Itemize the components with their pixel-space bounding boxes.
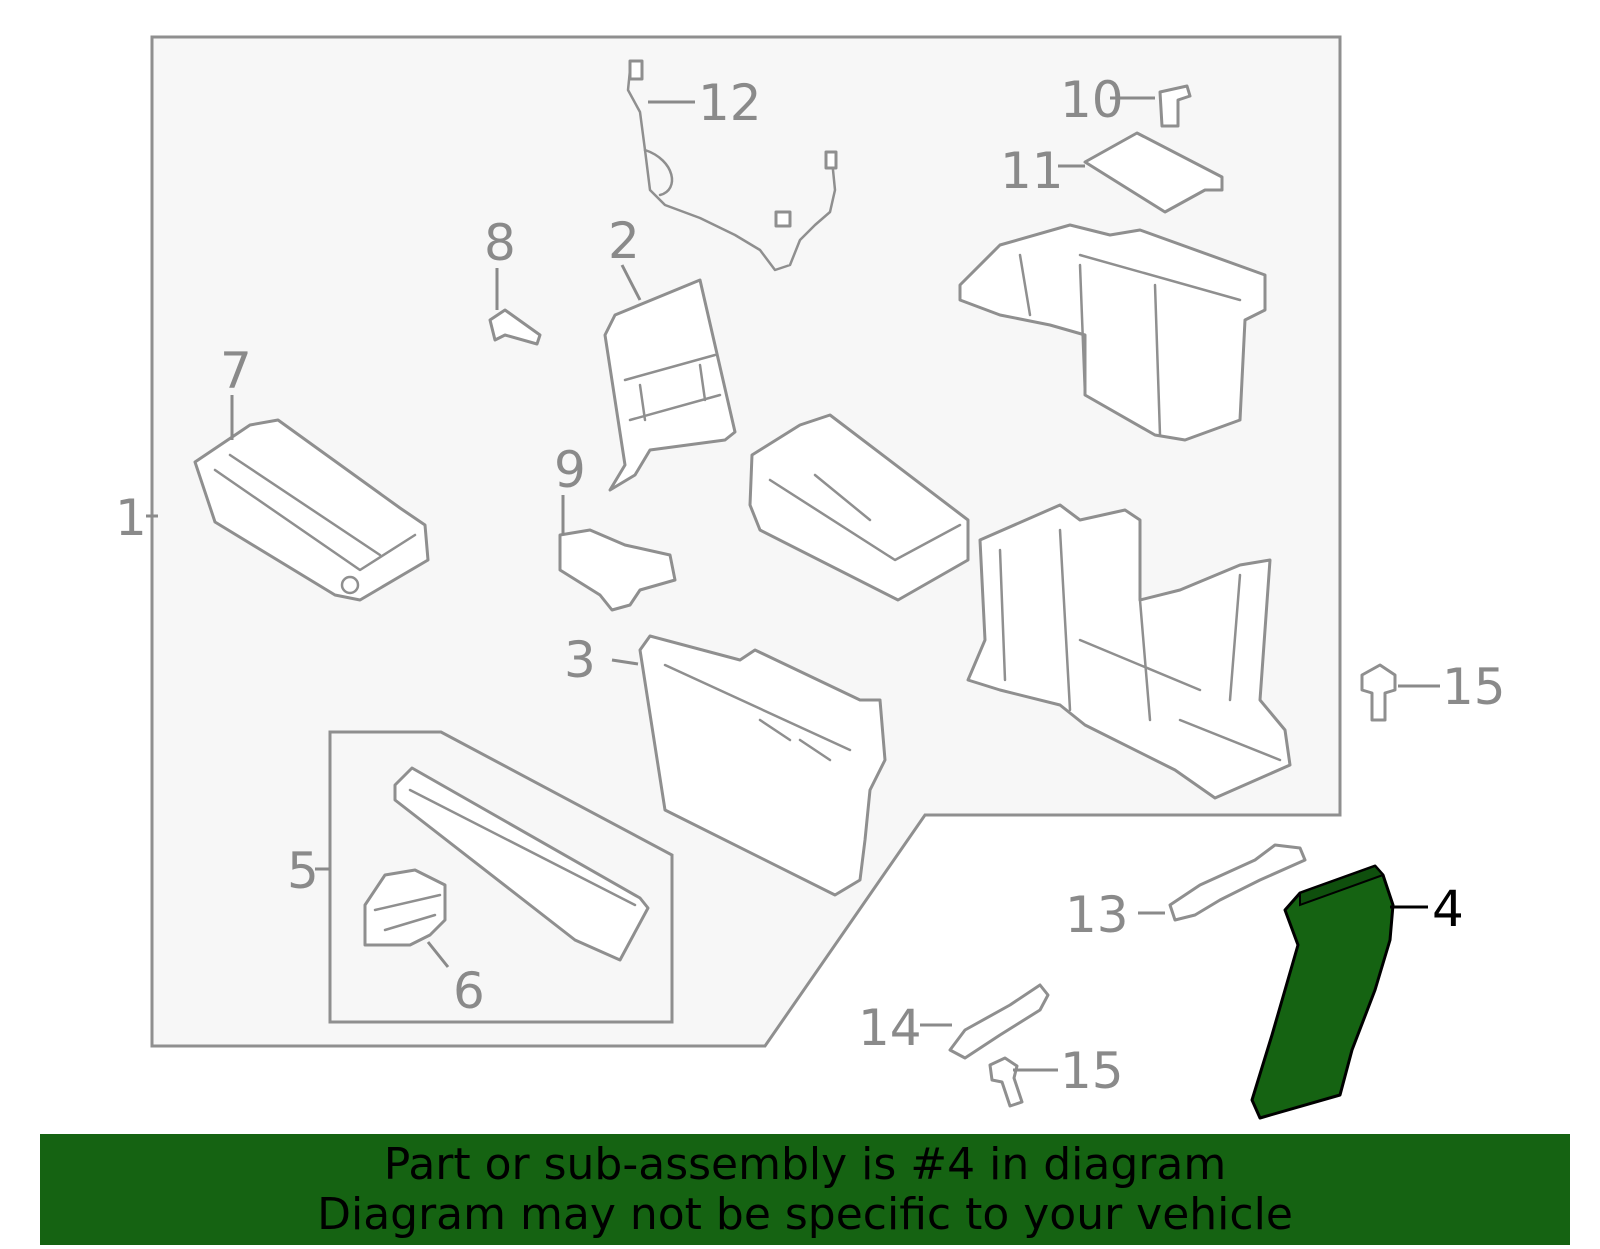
part-3-side-panel <box>638 634 887 897</box>
leader-lines <box>146 96 1440 1072</box>
callout-15-lower: 15 <box>1060 1042 1124 1100</box>
part-9-bracket <box>558 528 677 612</box>
banner-line-1: Part or sub-assembly is #4 in diagram <box>383 1139 1227 1190</box>
callout-9: 9 <box>554 441 586 499</box>
callout-8: 8 <box>484 214 516 272</box>
console-frame <box>966 503 1292 800</box>
callout-5: 5 <box>287 842 319 900</box>
part-10-clip <box>1158 84 1192 128</box>
callout-12: 12 <box>698 74 762 132</box>
banner-line-2: Diagram may not be specific to your vehi… <box>317 1189 1293 1240</box>
part-15-bolt-upper <box>1360 663 1397 722</box>
part-6-clip <box>363 868 447 947</box>
part-7-tray <box>193 418 430 602</box>
callout-4: 4 <box>1432 880 1464 938</box>
part-11-mat <box>1083 131 1224 214</box>
callout-13: 13 <box>1065 886 1129 944</box>
callout-2: 2 <box>608 212 640 270</box>
part-5-trim <box>393 766 650 962</box>
callout-15-upper: 15 <box>1442 658 1506 716</box>
callout-7: 7 <box>220 342 252 400</box>
callout-6: 6 <box>453 962 485 1020</box>
part-info-banner: Part or sub-assembly is #4 in diagram Di… <box>40 1134 1570 1245</box>
part-13-bracket <box>1168 843 1307 922</box>
callout-3: 3 <box>564 631 596 689</box>
part-4-side-cover-highlighted <box>1250 864 1395 1120</box>
part-2-bracket <box>603 278 737 492</box>
center-storage-tray <box>748 413 970 602</box>
callout-14: 14 <box>858 999 922 1057</box>
part-14-bracket <box>948 983 1050 1060</box>
callout-11: 11 <box>1000 142 1064 200</box>
part-12-wiring-harness <box>626 59 838 272</box>
callout-10: 10 <box>1060 71 1124 129</box>
storage-bin <box>958 223 1267 442</box>
part-15-bolt-lower <box>988 1056 1024 1108</box>
part-8-fastener <box>488 308 542 346</box>
callout-1: 1 <box>115 489 147 547</box>
